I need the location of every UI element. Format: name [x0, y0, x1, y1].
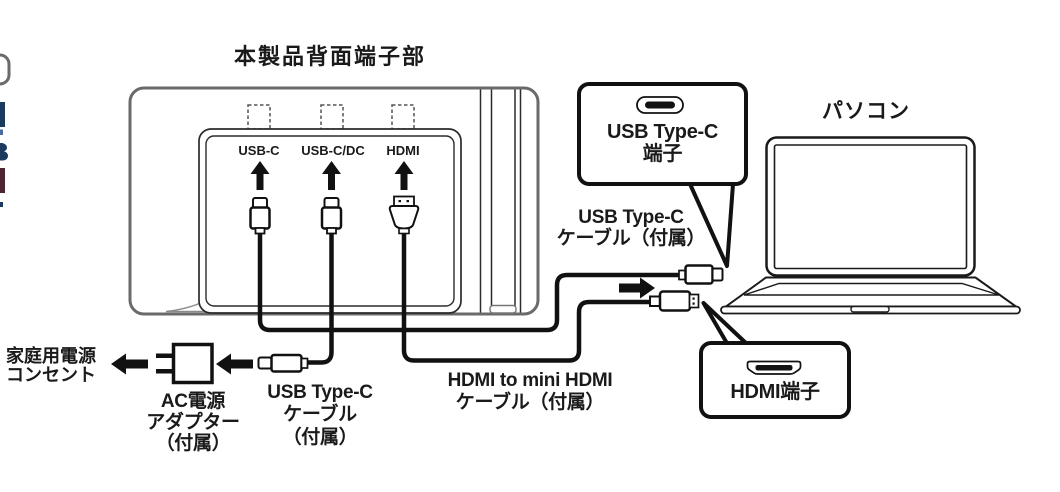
usbc-connector-right: [678, 264, 724, 285]
usbc-port-callout-line2: 端子: [642, 143, 683, 165]
monitor-foot-right: [489, 304, 517, 314]
usbc-port-callout-box: [577, 82, 748, 186]
cutoff-text-fragment: [0, 102, 5, 127]
dashed-port-outline: [320, 104, 344, 130]
usbc-cable-right-label-line1: USB Type-C: [578, 207, 684, 228]
laptop-base: [722, 276, 1020, 308]
ac-adapter-label-line2: アダプター: [146, 412, 240, 433]
cutoff-text-fragment: [0, 143, 8, 161]
usbc-cable-label-line3: （付属）: [282, 427, 358, 448]
usbc-port-callout-line1: USB Type-C: [606, 121, 719, 143]
ac-adapter-label-line3: （付属）: [155, 433, 231, 454]
usbc-connector-up: [320, 197, 343, 235]
dashed-port-outline: [247, 104, 271, 130]
usbc-connector-up: [249, 197, 271, 235]
hdmi-cable-label-line1: HDMI to mini HDMI: [447, 370, 613, 391]
right-arrow-icon: [619, 277, 655, 299]
usbc-port-icon: [636, 96, 684, 114]
dashed-port-outline: [391, 104, 415, 130]
usbc-cable-label-line2: ケーブル: [283, 404, 357, 425]
hdmi-connector-right: [649, 290, 700, 312]
up-arrow-icon: [394, 161, 414, 190]
port-label-hdmi: HDMI: [386, 143, 420, 158]
callout-tail: [688, 183, 735, 268]
ac-power-adapter: [156, 342, 214, 385]
ac-adapter-label-line1: AC電源: [160, 391, 226, 412]
cutoff-text-fragment: [0, 202, 3, 207]
hdmi-cable-label-line2: ケーブル（付属）: [455, 392, 605, 413]
left-arrow-icon: [111, 353, 148, 375]
usbc-dc-cable: [306, 231, 334, 365]
usbc-cable-right-label-line2: ケーブル（付属）: [556, 228, 706, 249]
hdmi-port-callout-label: HDMI端子: [730, 381, 820, 403]
outlet-label-line1: 家庭用電源: [6, 346, 96, 366]
laptop-screen: [773, 144, 968, 270]
pc-label: パソコン: [822, 100, 910, 123]
up-arrow-icon: [250, 161, 270, 190]
laptop-keyboard-area: [743, 282, 1000, 296]
usbc-connector-left: [257, 353, 309, 373]
port-label-usbc: USB-C: [238, 143, 280, 158]
cutoff-text-fragment: [0, 168, 5, 193]
up-arrow-icon: [322, 161, 341, 190]
usbc-cable-label-line1: USB Type-C: [267, 382, 373, 403]
hdmi-cable: [401, 231, 652, 363]
diagram-title: 本製品背面端子部: [233, 44, 426, 69]
callout-tail: [701, 301, 750, 347]
cutoff-rounded-box-fragment: [0, 53, 11, 86]
usbc-cable: [257, 231, 680, 333]
left-arrow-icon: [216, 353, 253, 375]
hdmi-port-icon: [746, 360, 802, 375]
laptop: [720, 136, 1021, 315]
outlet-label-line2: コンセント: [6, 365, 96, 385]
mini-hdmi-connector-up: [388, 195, 420, 235]
port-label-usbc-dc: USB-C/DC: [301, 143, 365, 158]
hdmi-port-callout-box: [699, 341, 851, 419]
cutoff-text-fragment: [0, 129, 3, 135]
laptop-front-notch: [850, 305, 890, 313]
